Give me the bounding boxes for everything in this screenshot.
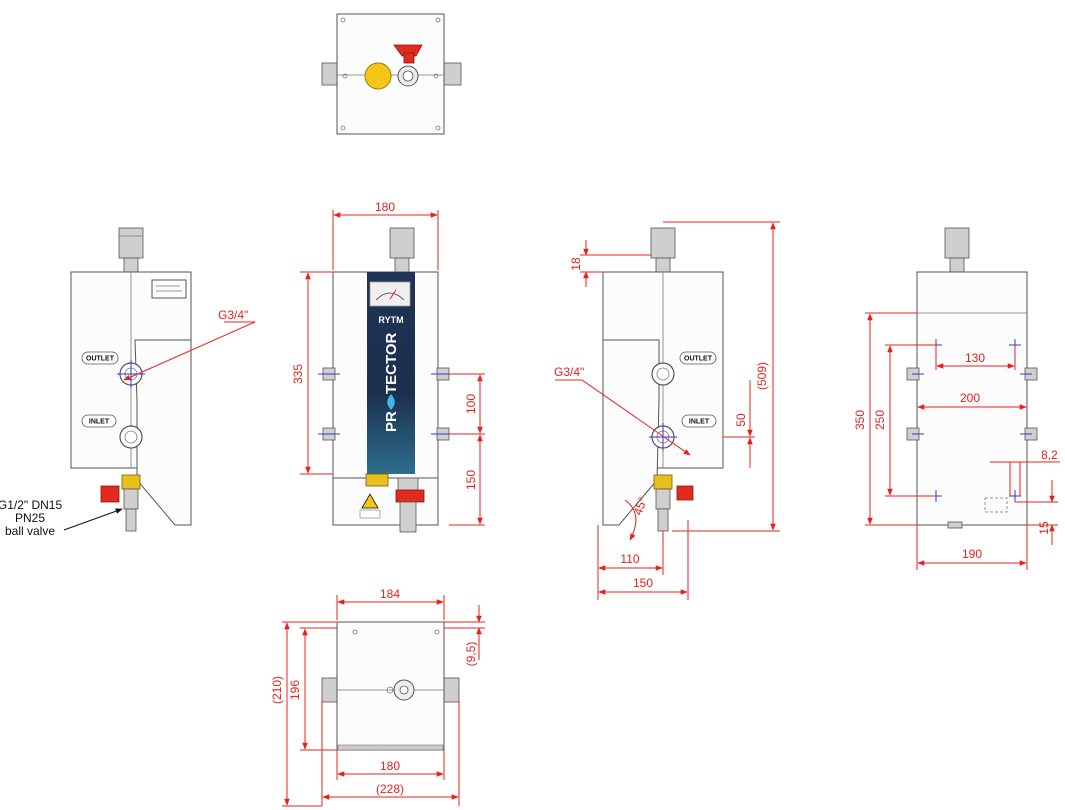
valve-handle-left xyxy=(100,485,120,503)
inlet-tag-left: INLET xyxy=(89,419,110,426)
dim-rear-width: 190 xyxy=(962,547,982,561)
dim-side-base-inner: 110 xyxy=(620,552,639,566)
dim-side-total-height: (509) xyxy=(755,362,769,390)
dim-rear-offset-bottom: 15 xyxy=(1037,521,1051,535)
dim-side-top-offset: 18 xyxy=(569,257,583,271)
warning-icon xyxy=(361,493,379,509)
dim-side-port-offset: 50 xyxy=(734,413,748,427)
dim-rear-offset-right: 8,2 xyxy=(1041,448,1058,462)
water-drop-icon xyxy=(387,394,395,410)
top-view xyxy=(321,13,462,135)
thread-callout-left: G3/4" xyxy=(218,308,248,322)
brand-name-left: PR xyxy=(383,411,400,432)
dim-front-spacing-lower: 150 xyxy=(464,470,478,490)
indicator-top xyxy=(364,62,392,90)
dim-rear-height-inner: 250 xyxy=(873,410,887,430)
dim-rear-hole-spacing-mid: 200 xyxy=(960,391,980,405)
valve-callout-line2: PN25 xyxy=(15,511,45,525)
outlet-tag-left: OUTLET xyxy=(86,356,115,363)
left-side-view: OUTLET INLET G3/4" G1/2" DN15 PN25 ball … xyxy=(0,227,256,538)
right-side-view: OUTLET INLET G3/4" 45° 18 (509) 50 xyxy=(554,221,780,600)
inlet-tag-right: INLET xyxy=(689,419,710,426)
dim-bottom-width-top: 184 xyxy=(380,587,400,601)
dim-rear-height-outer: 350 xyxy=(853,410,867,430)
dim-front-height: 335 xyxy=(291,364,305,384)
outlet-tag-right: OUTLET xyxy=(684,356,713,363)
valve-handle-front xyxy=(395,489,425,503)
brand-name-right: TECTOR xyxy=(383,332,400,394)
dim-bottom-depth-inner: 196 xyxy=(288,680,302,700)
angle-label: 45° xyxy=(631,495,650,517)
front-view: RYTM PR TECTOR 180 335 100 150 xyxy=(291,200,485,533)
dim-bottom-depth-offset: (9,5) xyxy=(464,642,478,667)
dim-bottom-depth-outer: (210) xyxy=(270,676,284,704)
brand-logo: RYTM xyxy=(378,315,403,325)
valve-callout-line1: G1/2" DN15 xyxy=(0,498,62,512)
gauge-icon xyxy=(369,281,411,307)
dim-bottom-width-outer: (228) xyxy=(376,782,404,796)
valve-handle-top xyxy=(393,44,423,57)
bottom-view: 184 (9,5) (210) 196 180 (228) xyxy=(270,587,485,807)
dim-side-base-outer: 150 xyxy=(633,576,653,590)
rear-view: 130 200 350 250 8,2 15 190 xyxy=(853,227,1060,570)
valve-handle-right xyxy=(676,485,694,501)
dim-front-spacing-upper: 100 xyxy=(464,394,478,414)
dim-rear-hole-spacing-top: 130 xyxy=(965,351,985,365)
valve-callout-line3: ball valve xyxy=(5,524,55,538)
thread-callout-right: G3/4" xyxy=(554,365,584,379)
dim-front-width: 180 xyxy=(375,200,395,214)
dim-bottom-width-mid: 180 xyxy=(380,759,400,773)
